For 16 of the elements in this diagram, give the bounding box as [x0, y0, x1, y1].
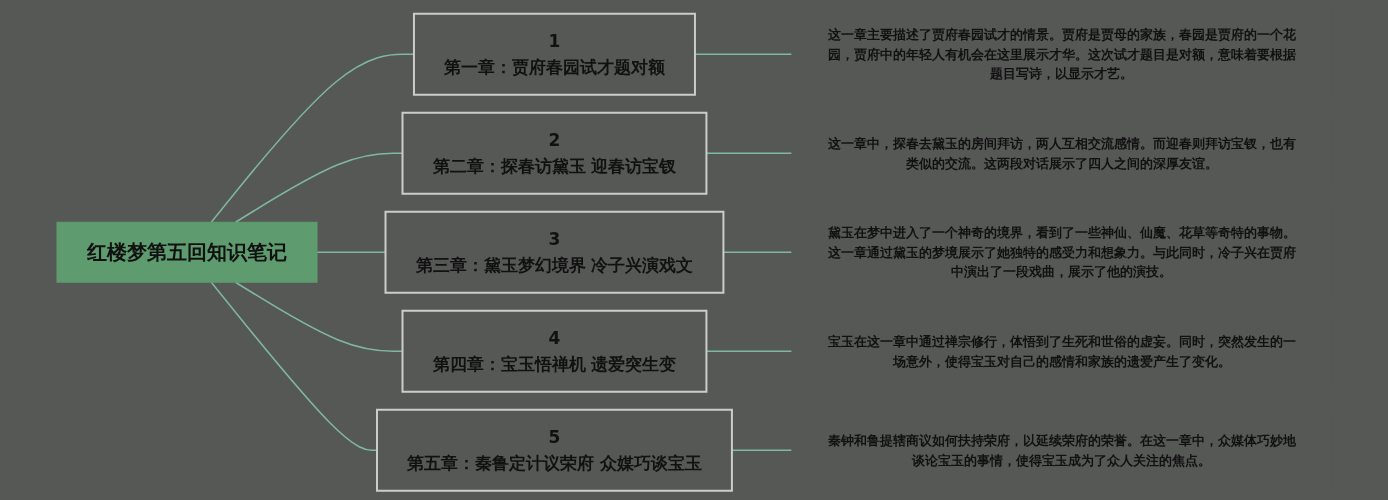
- node-box: 3 第三章：黛玉梦幻境界 冷子兴演戏文: [384, 210, 724, 294]
- node-box: 2 第二章：探春访黛玉 迎春访宝钗: [401, 111, 707, 195]
- connector: [705, 152, 793, 154]
- connector: [722, 251, 793, 253]
- connector: [705, 350, 793, 352]
- connector: [234, 152, 403, 223]
- node-box: 红楼梦第五回知识笔记: [56, 221, 318, 283]
- node-box: 1 第一章：贾府春园试才题对额: [412, 12, 696, 96]
- node-text: 这一章中，探春去黛玉的房间拜访，两人互相交流感情。而迎春则拜访宝钗，也有类似的交流。这两段对话展示了四人之间的深厚友谊。: [827, 135, 1296, 170]
- connector: [315, 251, 386, 253]
- node-box: 5 第五章：秦鲁定计议荣府 众媒巧谈宝玉: [375, 408, 733, 492]
- node-text: 宝玉在这一章中通过禅宗修行，体悟到了生死和世俗的虚妄。同时，突然发生的一场意外，使得宝玉对自己的感情和家族的遗爱产生了变化。: [827, 333, 1296, 368]
- node-text: 这一章主要描述了贾府春园试才的情景。贾府是贾母的家族，春园是贾府的一个花园，贾府中的年轻人有机会在这里展示才华。这次试才题目是对额，意味着要根据题目写诗，以显示才艺。: [827, 26, 1296, 81]
- node-text: 秦钟和鲁提辖商议如何扶持荣府，以延续荣府的荣誉。在这一章中，众媒体巧妙地谈论宝玉的事情，使得宝玉成为了众人关注的焦点。: [827, 432, 1296, 467]
- node-box: 4 第四章：宝玉悟禅机 遗爱突生变: [401, 309, 707, 393]
- connector: [234, 281, 403, 352]
